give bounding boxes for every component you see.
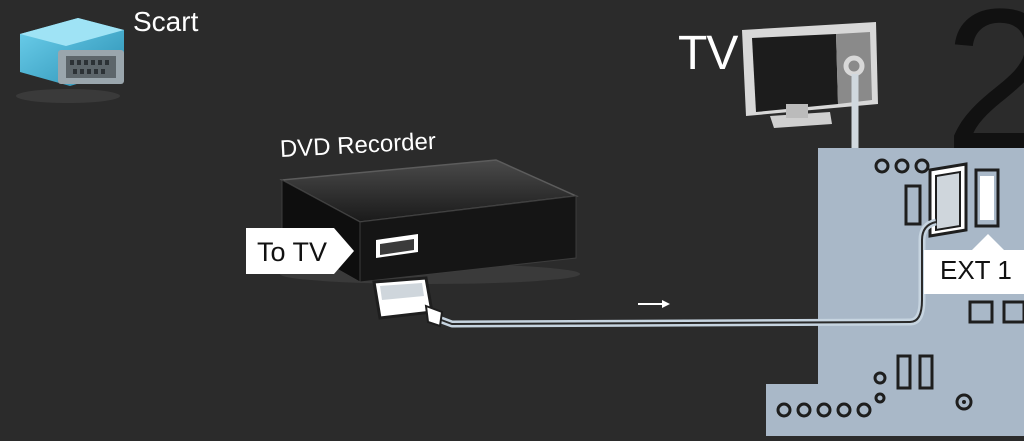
connector-type-label: Scart bbox=[133, 6, 199, 37]
ext-1-label: EXT 1 bbox=[940, 255, 1012, 285]
to-tv-badge bbox=[246, 228, 354, 274]
signal-direction-arrow bbox=[638, 300, 670, 308]
scart-socket-on-dvd bbox=[376, 234, 418, 258]
tv-back-panel bbox=[766, 148, 1024, 436]
dvd-recorder-device bbox=[279, 159, 580, 328]
tv-label: TV bbox=[678, 27, 738, 80]
ext-1-badge bbox=[924, 234, 1024, 294]
step-number: 2 bbox=[944, 0, 1024, 191]
scart-connector-icon bbox=[16, 18, 124, 103]
to-tv-label: To TV bbox=[257, 237, 328, 267]
